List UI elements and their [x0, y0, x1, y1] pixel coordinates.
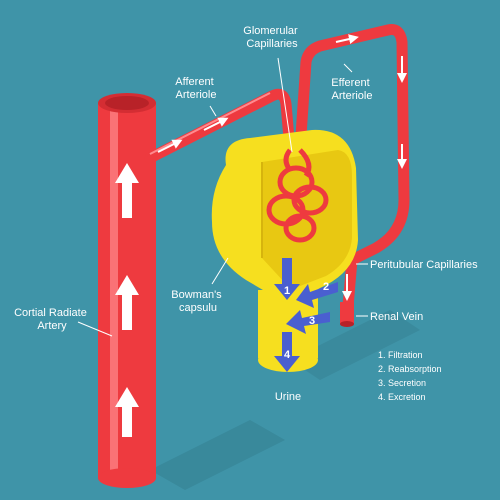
glomerular-leader: [277, 57, 293, 153]
efferent-arteriole-label: Efferent Arteriole: [331, 77, 372, 102]
artery-shadow: [150, 420, 285, 490]
process-arrows: 1 2 3 4: [274, 258, 338, 372]
step-2-number: 2: [323, 281, 329, 293]
glomerular-capillaries-label: Glomerular Capillaries: [243, 25, 300, 50]
afferent-flow-arrow-2: [203, 117, 229, 131]
bowmans-capsule-label: Bowman's capsulu: [171, 289, 224, 314]
artery-flow-arrow-3: [115, 387, 139, 437]
legend-item-excretion: 4. Excretion: [378, 392, 426, 402]
efferent-arteriole: [294, 24, 410, 324]
process-legend: 1. Filtration 2. Reabsorption 3. Secreti…: [378, 350, 442, 402]
artery-flow-arrow-2: [115, 275, 139, 330]
filtration-arrow: [274, 258, 300, 300]
efferent-flow-arrow-1: [335, 34, 359, 44]
legend-item-filtration: 1. Filtration: [378, 350, 423, 360]
legend-item-secretion: 3. Secretion: [378, 378, 426, 388]
cortical-radiate-artery-label: Cortial Radiate Artery: [14, 307, 90, 332]
renal-vein: [340, 302, 354, 327]
step-1-number: 1: [284, 285, 290, 297]
afferent-arteriole-label: Afferent Arteriole: [175, 76, 216, 101]
excretion-arrow: [274, 332, 300, 372]
urine-label: Urine: [275, 391, 301, 403]
artery-flow-arrow-1: [115, 163, 139, 218]
afferent-arteriole: [144, 88, 296, 164]
afferent-flow-arrow-1: [157, 139, 183, 153]
reabsorption-arrow: [296, 282, 338, 308]
step-3-number: 3: [309, 315, 315, 327]
bowman-leader: [211, 257, 229, 285]
capsule-shadow: [290, 310, 420, 380]
step-4-number: 4: [284, 349, 291, 361]
artery-leader: [77, 321, 113, 337]
legend-item-reabsorption: 2. Reabsorption: [378, 364, 442, 374]
glomerular-capillaries: [266, 148, 329, 243]
efferent-leader: [343, 63, 353, 73]
renal-vein-label: Renal Vein: [370, 311, 423, 323]
afferent-leader: [209, 105, 217, 117]
peritubular-capillaries-label: Peritubular Capillaries: [370, 259, 478, 271]
cortical-radiate-artery: [98, 93, 156, 488]
secretion-arrow: [286, 310, 330, 334]
